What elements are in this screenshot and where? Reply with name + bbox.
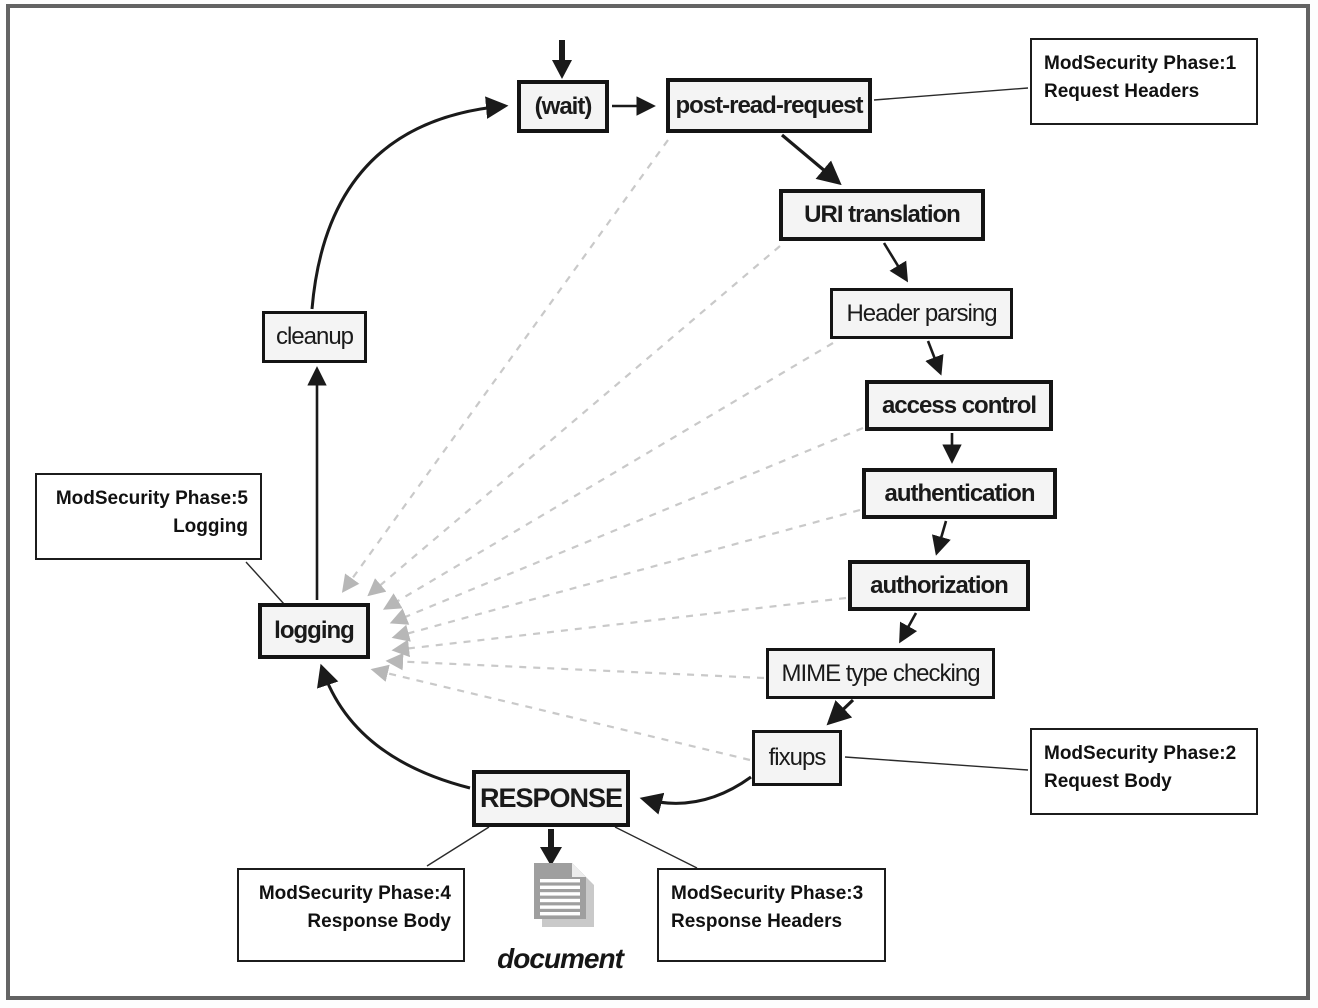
connector-phase2	[844, 756, 1029, 771]
document-icon	[534, 863, 594, 927]
document-icon-lines	[540, 879, 580, 916]
arrow-header-to-access	[925, 340, 944, 376]
arrow-mime-to-fixups	[826, 698, 855, 726]
callout-phase2: ModSecurity Phase:2 Request Body	[1030, 728, 1258, 815]
node-response: RESPONSE	[472, 770, 630, 827]
callout-phase5-line2: Logging	[173, 515, 248, 537]
callout-phase4-line2: Response Body	[307, 910, 451, 932]
callout-phase4: ModSecurity Phase:4 Response Body	[237, 868, 465, 962]
dashed-arrow-uri-translation-to-logging	[367, 245, 781, 597]
document-icon-fold	[572, 863, 586, 877]
node-response-label: RESPONSE	[479, 783, 623, 813]
node-access-control-label: access control	[881, 391, 1037, 419]
node-logging: logging	[258, 603, 370, 659]
node-header-parsing: Header parsing	[830, 288, 1013, 339]
flow-arrows	[307, 40, 962, 866]
callout-phase3-line1: ModSecurity Phase:3	[671, 883, 864, 904]
dashed-hook-arrows	[341, 139, 864, 762]
node-wait-label: (wait)	[534, 92, 593, 120]
arrow-entry-head	[552, 60, 572, 79]
node-access-control: access control	[865, 380, 1053, 431]
node-wait: (wait)	[517, 80, 609, 133]
node-authentication: authentication	[862, 468, 1057, 519]
arrow-authz-to-mime	[899, 612, 918, 644]
node-post-read-request: post-read-request	[666, 78, 872, 133]
node-uri-translation: URI translation	[779, 189, 985, 241]
arrow-cleanup-to-wait	[310, 96, 509, 310]
connector-phase1	[873, 87, 1029, 101]
node-logging-label: logging	[274, 617, 355, 644]
callout-phase1-line1: ModSecurity Phase:1	[1044, 53, 1237, 74]
arrow-authn-to-authz	[931, 520, 951, 556]
callout-phase5: ModSecurity Phase:5 Logging	[35, 473, 262, 560]
arrow-post-read-to-uri	[780, 133, 842, 186]
node-uri-translation-label: URI translation	[804, 201, 961, 228]
callout-phase3-line2: Response Headers	[671, 910, 843, 932]
callout-phase1: ModSecurity Phase:1 Request Headers	[1030, 38, 1258, 125]
node-mime-type-checking: MIME type checking	[766, 648, 995, 699]
node-post-read-request-label: post-read-request	[675, 91, 863, 119]
node-fixups: fixups	[752, 730, 842, 786]
callout-phase5-line1: ModSecurity Phase:5	[55, 488, 248, 509]
document-group: document	[492, 862, 628, 975]
node-mime-type-checking-label: MIME type checking	[781, 659, 980, 687]
arrow-uri-to-header	[882, 242, 909, 283]
node-authorization: authorization	[848, 560, 1030, 611]
arrow-response-to-logging	[317, 663, 471, 790]
connector-phase4	[426, 826, 490, 867]
arrow-response-to-document-head	[540, 847, 562, 866]
document-label: document	[497, 943, 624, 974]
dashed-arrow-mime-type-checking-to-logging	[385, 652, 765, 680]
dashed-arrow-fixups-to-logging	[370, 664, 751, 762]
callout-phase3: ModSecurity Phase:3 Response Headers	[657, 868, 886, 962]
callout-phase1-line2: Request Headers	[1044, 80, 1200, 102]
node-authorization-label: authorization	[870, 571, 1009, 599]
connector-phase3	[614, 826, 698, 869]
callout-phase2-line1: ModSecurity Phase:2	[1044, 743, 1237, 764]
node-fixups-label: fixups	[768, 744, 827, 771]
callout-connectors	[245, 87, 1029, 869]
callout-phase2-line2: Request Body	[1044, 770, 1172, 792]
dashed-arrow-authorization-to-logging	[391, 596, 847, 658]
node-header-parsing-label: Header parsing	[846, 299, 997, 327]
node-cleanup: cleanup	[262, 311, 367, 363]
connector-phase5	[245, 561, 285, 605]
arrow-fixups-to-response	[639, 775, 752, 815]
dashed-arrow-access-control-to-logging	[389, 426, 864, 625]
node-cleanup-label: cleanup	[275, 323, 354, 350]
dashed-arrow-header-parsing-to-logging	[382, 342, 834, 610]
dashed-arrow-post-read-request-to-logging	[341, 139, 669, 593]
dashed-arrow-authentication-to-logging	[391, 508, 861, 642]
node-authentication-label: authentication	[884, 479, 1035, 507]
callout-phase4-line1: ModSecurity Phase:4	[258, 883, 451, 904]
